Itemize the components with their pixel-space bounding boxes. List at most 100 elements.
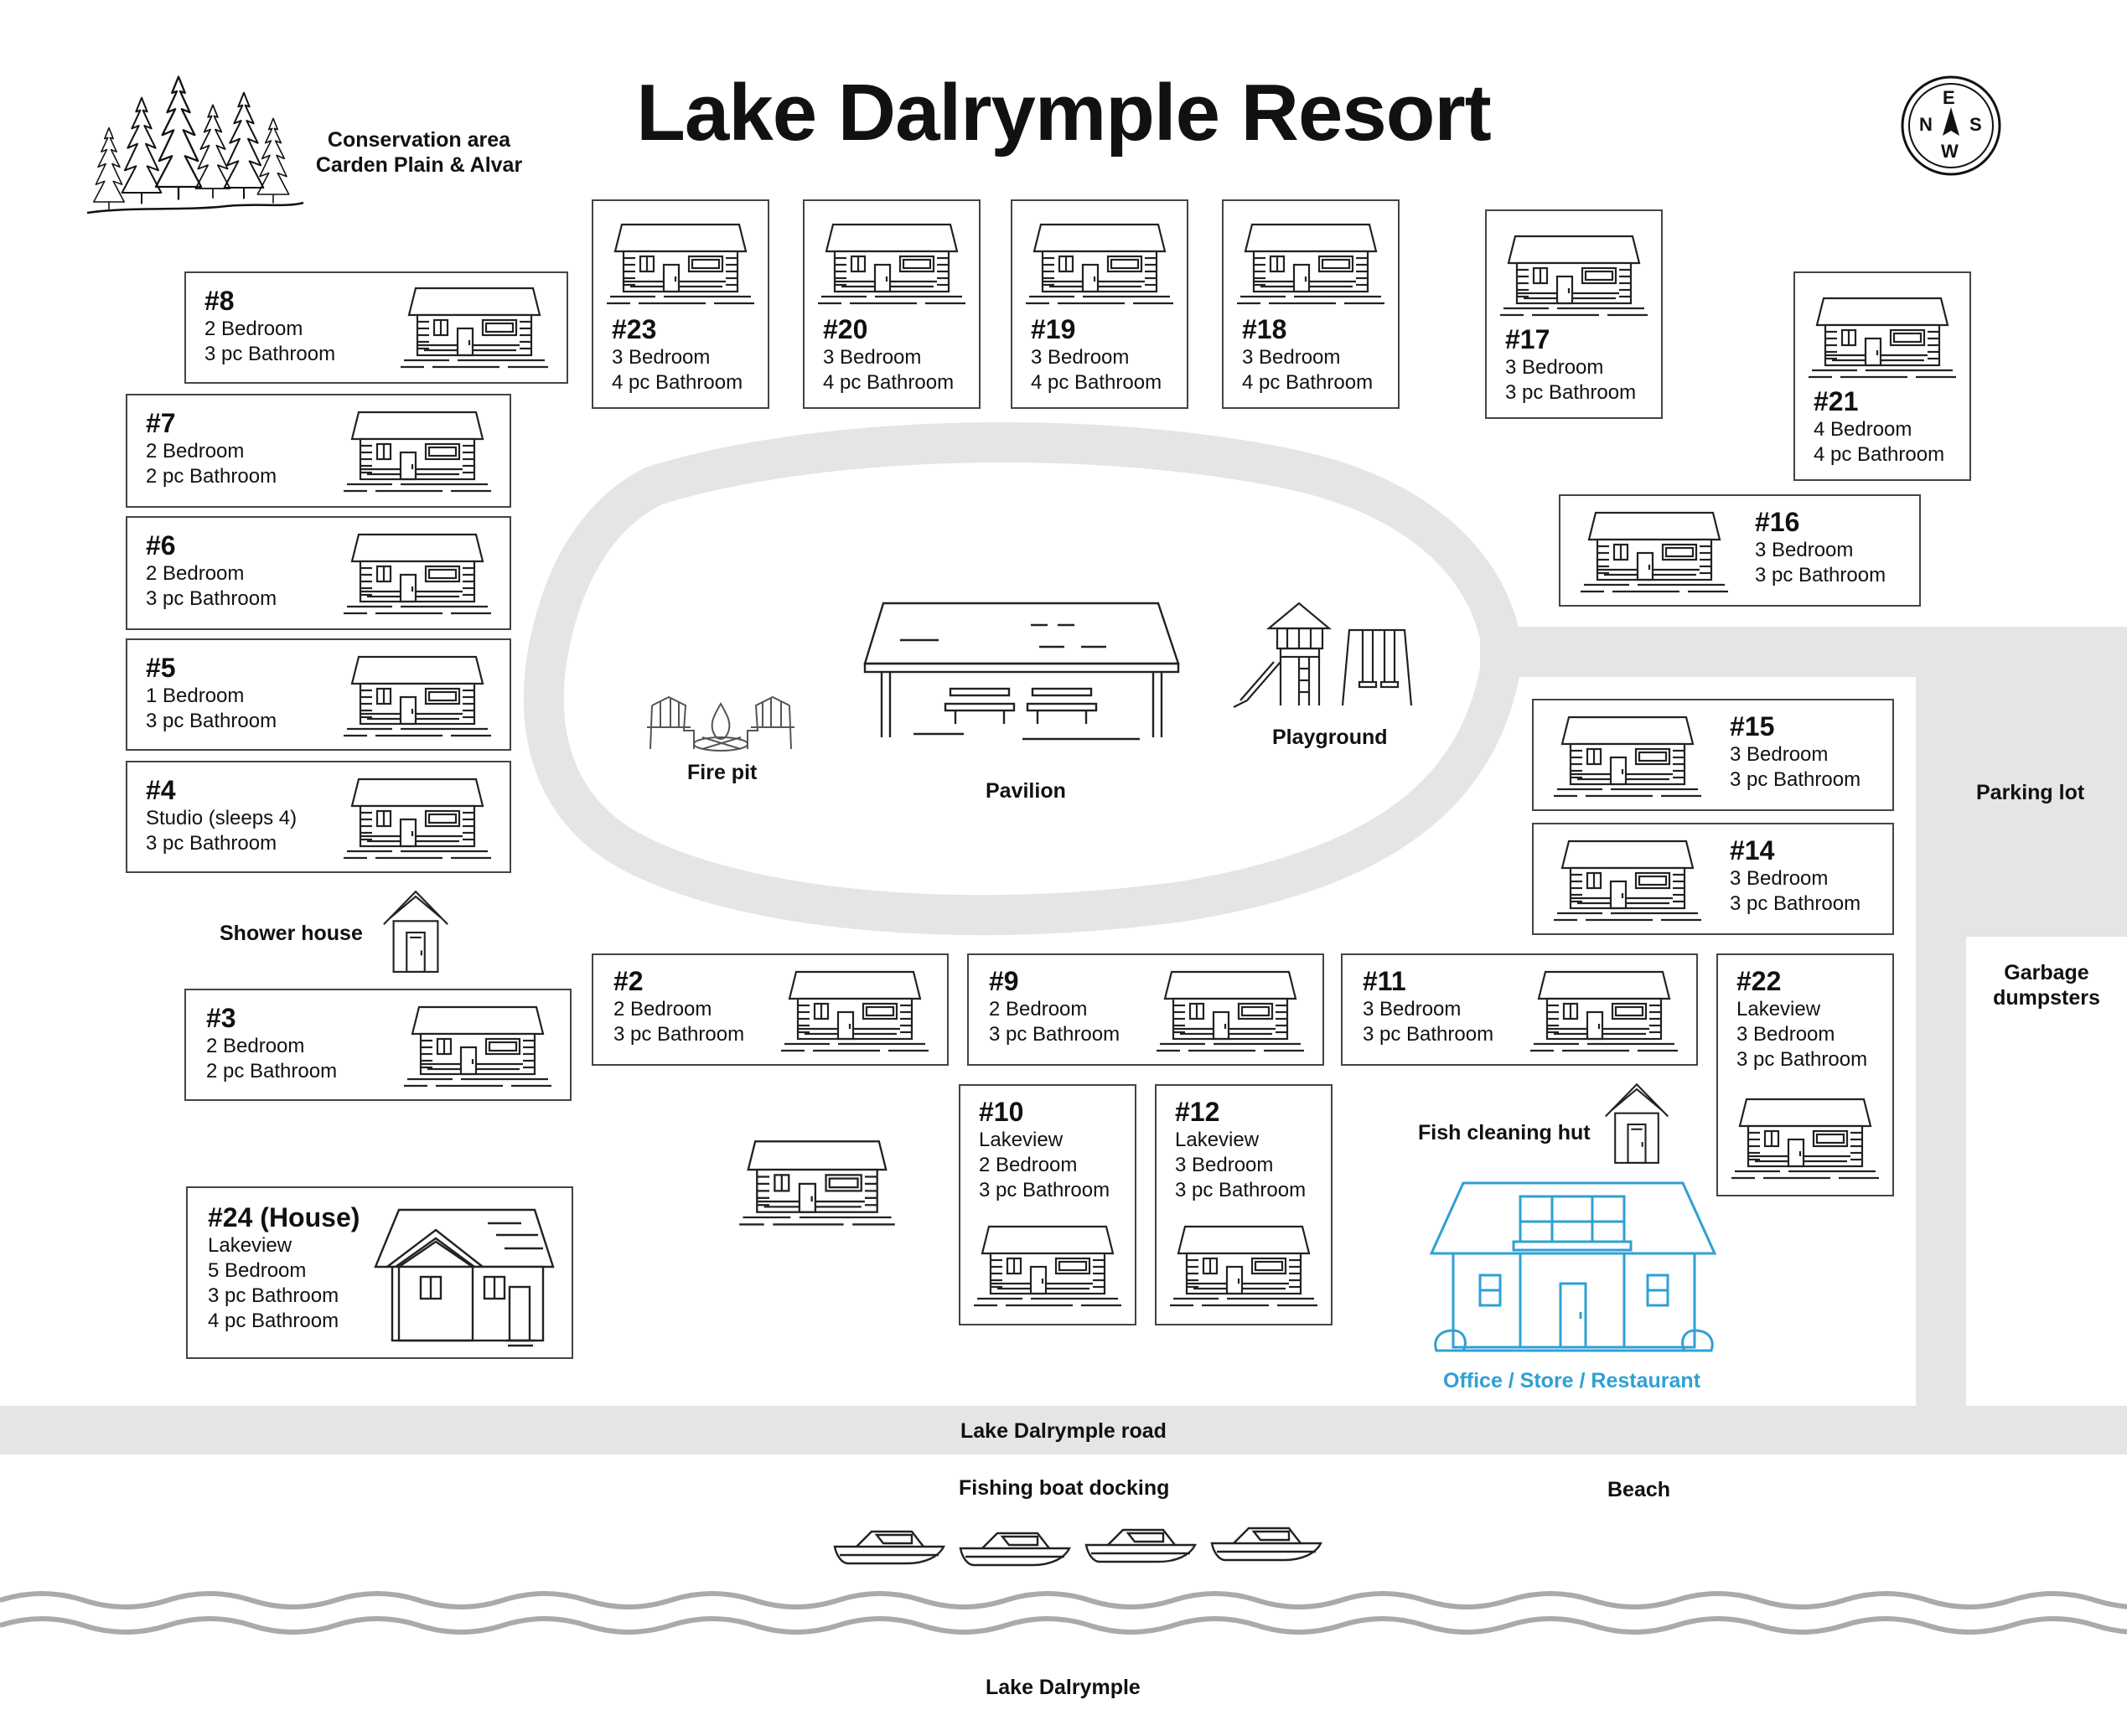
cabin-icon	[402, 1002, 553, 1094]
parking-lot-pad[interactable]	[1966, 677, 2127, 937]
conservation-line2: Carden Plain & Alvar	[315, 153, 523, 177]
office-building-icon[interactable]	[1429, 1180, 1718, 1361]
cabin-detail: 3 pc Bathroom	[979, 1179, 1110, 1201]
boat-icon	[1083, 1516, 1200, 1567]
cabin-detail: 4 pc Bathroom	[1031, 371, 1162, 394]
cabin-detail: 3 pc Bathroom	[204, 343, 336, 365]
cabin-detail: 3 Bedroom	[1175, 1154, 1274, 1176]
fish-cleaning-hut-label: Fish cleaning hut	[1418, 1121, 1591, 1144]
cabin-detail: 2 Bedroom	[206, 1035, 305, 1057]
cabin-detail: Lakeview	[979, 1129, 1064, 1151]
conservation-trees-icon	[84, 67, 310, 218]
cabin-11-card[interactable]: #11 3 Bedroom 3 pc Bathroom	[1341, 953, 1698, 1066]
cabin-number: #18	[1242, 314, 1287, 344]
cabin-detail: 2 Bedroom	[204, 318, 303, 340]
cabin-number: #4	[146, 775, 176, 805]
cabin-12-card[interactable]: #12 Lakeview 3 Bedroom 3 pc Bathroom	[1155, 1084, 1333, 1325]
playground-icon[interactable]	[1232, 602, 1416, 710]
cabin-14-card[interactable]: #14 3 Bedroom 3 pc Bathroom	[1532, 823, 1894, 935]
cabin-detail: 3 Bedroom	[1736, 1023, 1835, 1046]
cabin-16-card[interactable]: #16 3 Bedroom 3 pc Bathroom	[1559, 494, 1921, 607]
cabin-17-card[interactable]: #17 3 Bedroom 3 pc Bathroom	[1485, 209, 1663, 419]
cabin-icon	[1529, 967, 1679, 1059]
cabin-number: #17	[1505, 324, 1550, 354]
cabin-number: #7	[146, 408, 176, 438]
cabin-15-card[interactable]: #15 3 Bedroom 3 pc Bathroom	[1532, 699, 1894, 811]
compass-w: W	[1941, 141, 1959, 162]
cabin-number: #22	[1736, 966, 1782, 996]
cabin-detail: Lakeview	[1175, 1129, 1260, 1151]
cabin-5-card[interactable]: #5 1 Bedroom 3 pc Bathroom	[126, 638, 511, 751]
compass-e: E	[1943, 87, 1955, 108]
cabin-detail: 3 Bedroom	[1730, 867, 1829, 890]
parking-lot-area[interactable]	[1500, 627, 2127, 677]
cabin-detail: 3 pc Bathroom	[1730, 768, 1861, 791]
boat-icon	[1208, 1515, 1326, 1565]
cabin-number: #23	[612, 314, 657, 344]
cabin-7-card[interactable]: #7 2 Bedroom 2 pc Bathroom	[126, 394, 511, 508]
pine-tree-icon	[256, 114, 290, 208]
house-icon	[374, 1208, 555, 1347]
fish-cleaning-hut-icon[interactable]	[1601, 1081, 1673, 1170]
cabin-2-card[interactable]: #2 2 Bedroom 3 pc Bathroom	[592, 953, 949, 1066]
cabin-8-card[interactable]: #8 2 Bedroom 3 pc Bathroom	[184, 271, 568, 384]
cabin-detail: 3 Bedroom	[612, 346, 711, 369]
cabin-detail: 2 Bedroom	[979, 1154, 1078, 1176]
shower-house-icon[interactable]	[379, 888, 453, 979]
cabin-detail: 2 pc Bathroom	[206, 1060, 338, 1082]
garbage-line1: Garbage	[2004, 961, 2089, 984]
cabin-19-card[interactable]: #19 3 Bedroom 4 pc Bathroom	[1011, 199, 1188, 409]
cabin-6-card[interactable]: #6 2 Bedroom 3 pc Bathroom	[126, 516, 511, 630]
cabin-22-card[interactable]: #22 Lakeview 3 Bedroom 3 pc Bathroom	[1716, 953, 1894, 1196]
cabin-detail: 3 pc Bathroom	[146, 710, 277, 732]
fire-pit-icon[interactable]	[644, 694, 798, 754]
road-label: Lake Dalrymple road	[960, 1419, 1167, 1443]
cabin-20-card[interactable]: #20 3 Bedroom 4 pc Bathroom	[803, 199, 981, 409]
cabin-10-card[interactable]: #10 Lakeview 2 Bedroom 3 pc Bathroom	[959, 1084, 1136, 1325]
ground-line-icon	[86, 201, 304, 214]
cabin-detail: 3 pc Bathroom	[1175, 1179, 1307, 1201]
cabin-number: #24 (House)	[208, 1202, 360, 1232]
pavilion-label: Pavilion	[986, 779, 1066, 803]
cabin-9-card[interactable]: #9 2 Bedroom 3 pc Bathroom	[967, 953, 1324, 1066]
lake-label: Lake Dalrymple	[986, 1676, 1141, 1699]
cabin-3-card[interactable]: #3 2 Bedroom 2 pc Bathroom	[184, 989, 572, 1101]
compass-s: S	[1969, 114, 1982, 135]
cabin-icon	[1498, 231, 1649, 323]
cabin-icon	[816, 220, 967, 312]
boat-icon	[957, 1520, 1074, 1570]
loop-road[interactable]	[523, 421, 1520, 936]
fire-pit-label: Fire pit	[687, 761, 758, 784]
cabin-number: #3	[206, 1003, 236, 1033]
lake-dalrymple-road[interactable]	[0, 1406, 2127, 1454]
cabin-23-card[interactable]: #23 3 Bedroom 4 pc Bathroom	[592, 199, 769, 409]
cabin-18-card[interactable]: #18 3 Bedroom 4 pc Bathroom	[1222, 199, 1400, 409]
cabin-icon	[1730, 1094, 1881, 1186]
office-store-restaurant-label: Office / Store / Restaurant	[1443, 1369, 1701, 1392]
cabin-detail: 2 Bedroom	[989, 998, 1088, 1020]
cabin-icon	[342, 652, 493, 744]
cabin-number: #11	[1363, 966, 1406, 996]
east-access-road[interactable]	[1916, 627, 1966, 1406]
cabin-detail: 3 pc Bathroom	[1755, 564, 1886, 586]
cabin-number: #14	[1730, 835, 1775, 865]
cabin-icon	[1579, 508, 1730, 600]
cabin-icon	[342, 530, 493, 622]
parking-lot-label: Parking lot	[1976, 781, 2085, 804]
cabin-detail: 4 pc Bathroom	[1242, 371, 1374, 394]
cabin-21-card[interactable]: #21 4 Bedroom 4 pc Bathroom	[1793, 271, 1971, 481]
cabin-detail: Studio (sleeps 4)	[146, 807, 298, 829]
pavilion-icon[interactable]	[863, 600, 1182, 742]
cabin-number: #15	[1730, 711, 1775, 741]
cabin-number: #9	[989, 966, 1019, 996]
cabin-4-card[interactable]: #4 Studio (sleeps 4) 3 pc Bathroom	[126, 761, 511, 873]
cabin-detail: 3 pc Bathroom	[613, 1023, 745, 1046]
cabin-number: #21	[1814, 386, 1859, 416]
cabin-detail: 3 Bedroom	[1505, 356, 1604, 379]
cabin-number: #12	[1175, 1097, 1220, 1127]
unlabeled-cabin-icon[interactable]	[737, 1136, 897, 1233]
conservation-label: Conservation area Carden Plain & Alvar	[310, 127, 528, 178]
cabin-detail: 2 Bedroom	[146, 440, 245, 462]
cabin-24-house-card[interactable]: #24 (House) Lakeview 5 Bedroom 3 pc Bath…	[186, 1186, 573, 1359]
cabin-icon	[605, 220, 756, 312]
